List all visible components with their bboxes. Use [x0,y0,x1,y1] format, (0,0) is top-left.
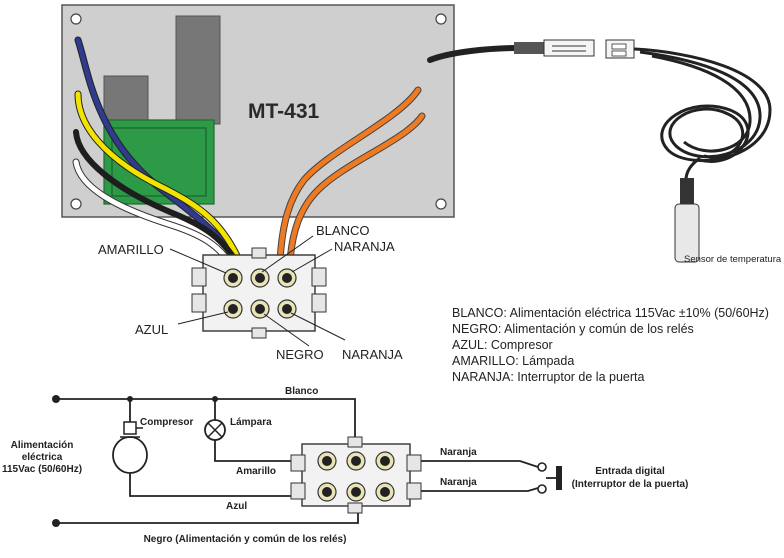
sensor-probe [674,203,700,263]
transformer-inner [111,127,207,197]
connector-latch [311,267,327,287]
terminal-dot [52,519,60,527]
schematic-label-blanco: Blanco [285,386,318,397]
top-connector [191,247,327,339]
schematic-label-naranja-1: Naranja [440,447,477,458]
schematic-label-amarillo: Amarillo [236,466,276,477]
mounting-hole [435,198,447,210]
wire-yellow [75,91,243,265]
sensor-cable-coil [633,47,772,163]
sensor-label: Sensor de temperatura [684,254,782,265]
wire-white [73,159,235,269]
connector-key [251,247,267,259]
schematic-label-lampara: Lámpara [230,417,272,428]
wire-color-legend: BLANCO: Alimentación eléctrica 115Vac ±1… [452,305,769,385]
mounting-hole [70,198,82,210]
label-negro: NEGRO [276,347,324,362]
mounting-hole [435,13,447,25]
sensor-sleeve [514,42,544,54]
board-wires [72,36,426,270]
connector-latch [311,293,327,313]
relay-tall [175,15,221,125]
legend-item: BLANCO: Alimentación eléctrica 115Vac ±1… [452,306,769,320]
label-blanco: BLANCO [316,223,369,238]
schematic-digital-line1: Entrada digital [595,466,665,477]
compressor-symbol [112,421,148,474]
leader-lines [169,235,346,347]
label-naranja-bottom: NARANJA [342,347,403,362]
label-azul: AZUL [135,322,168,337]
schematic-power-line3: 115Vac (50/60Hz) [2,464,82,475]
legend-item: NEGRO: Alimentación y común de los relés [452,322,694,336]
connector-key [251,327,267,339]
sensor-grip [680,178,694,204]
legend-item: NARANJA: Interruptor de la puerta [452,370,645,384]
relay-small [103,75,149,125]
terminal-dot [52,395,60,403]
connector-body [202,254,316,332]
legend-item: AZUL: Compresor [452,338,553,352]
sensor-plug [543,39,595,57]
label-amarillo: AMARILLO [98,242,164,257]
junction-dot [127,396,133,402]
schematic-label-azul: Azul [226,501,247,512]
schematic-label-negro: Negro (Alimentación y común de los relés… [144,534,347,545]
schematic-label-compresor: Compresor [140,417,193,428]
temperature-sensor: Sensor de temperatura [427,39,782,265]
wire-orange [277,87,421,265]
mounting-hole [70,13,82,25]
wire-orange [287,113,425,265]
junction-dot [212,396,218,402]
wire-black [73,129,241,267]
connector-latch [191,293,207,313]
board-model-label: MT-431 [248,100,320,123]
schematic-digital-line2: (Interruptor de la puerta) [572,479,689,490]
schematic-power-line1: Alimentación [11,440,74,451]
connector-latch [191,267,207,287]
schematic-label-naranja-2: Naranja [440,477,477,488]
lamp-symbol [204,419,226,441]
door-switch-symbol [537,462,562,494]
schematic-connector [290,436,422,514]
sensor-cable [427,45,519,63]
legend-item: AMARILLO: Lámpada [452,354,575,368]
label-naranja-top: NARANJA [334,239,395,254]
schematic-power-line2: eléctrica [22,452,63,463]
